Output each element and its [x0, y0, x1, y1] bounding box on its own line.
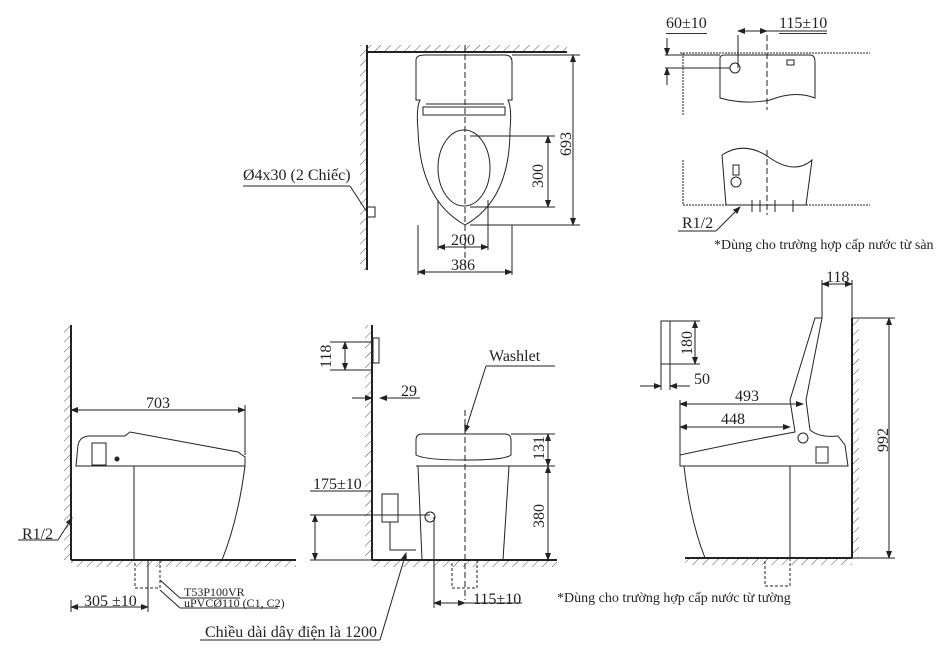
dim-305-10: 305 ±10: [84, 593, 137, 610]
dim-300: 300: [530, 164, 547, 188]
pipe-r12-wall: R1/2: [22, 526, 54, 543]
dim-131: 131: [531, 436, 548, 460]
wall-supply-note: *Dùng cho trường hợp cấp nước từ tường: [557, 591, 791, 606]
dim-115-10-top: 115±10: [779, 15, 828, 34]
dim-29: 29: [401, 383, 417, 400]
dim-180: 180: [679, 331, 696, 355]
dim-175-10: 175±10: [313, 476, 362, 493]
top-view: [243, 45, 580, 275]
floor-supply-detail: [664, 28, 870, 232]
anchor-screw-label: Ø4x30 (2 Chiếc): [243, 167, 351, 184]
dim-60-10: 60±10: [666, 15, 707, 34]
dim-448: 448: [721, 411, 745, 428]
front-view: [200, 325, 557, 641]
dim-703: 703: [146, 395, 170, 412]
dim-380: 380: [531, 504, 548, 528]
dim-693: 693: [558, 132, 575, 156]
left-side-view: [18, 325, 296, 612]
pipe-r12-floor: R1/2: [682, 215, 714, 232]
right-side-view: [640, 280, 895, 587]
floor-supply-note: *Dùng cho trường hợp cấp nước từ sàn: [714, 238, 934, 253]
dim-50: 50: [694, 371, 710, 388]
pipe-spec: uPVCØ110 (C1, C2): [184, 596, 285, 610]
dim-493: 493: [735, 388, 759, 405]
dim-118-tank: 118: [826, 269, 850, 286]
dim-992: 992: [875, 428, 892, 452]
dim-200: 200: [451, 232, 475, 249]
flange-code: T53P100VR: [184, 585, 245, 599]
cable-length-note: Chiều dài dây điện là 1200: [205, 624, 377, 641]
washlet-label: Washlet: [489, 348, 541, 365]
dim-115-10-front: 115±10: [473, 591, 522, 608]
dim-118-remote: 118: [318, 344, 335, 368]
dim-386: 386: [451, 257, 475, 274]
